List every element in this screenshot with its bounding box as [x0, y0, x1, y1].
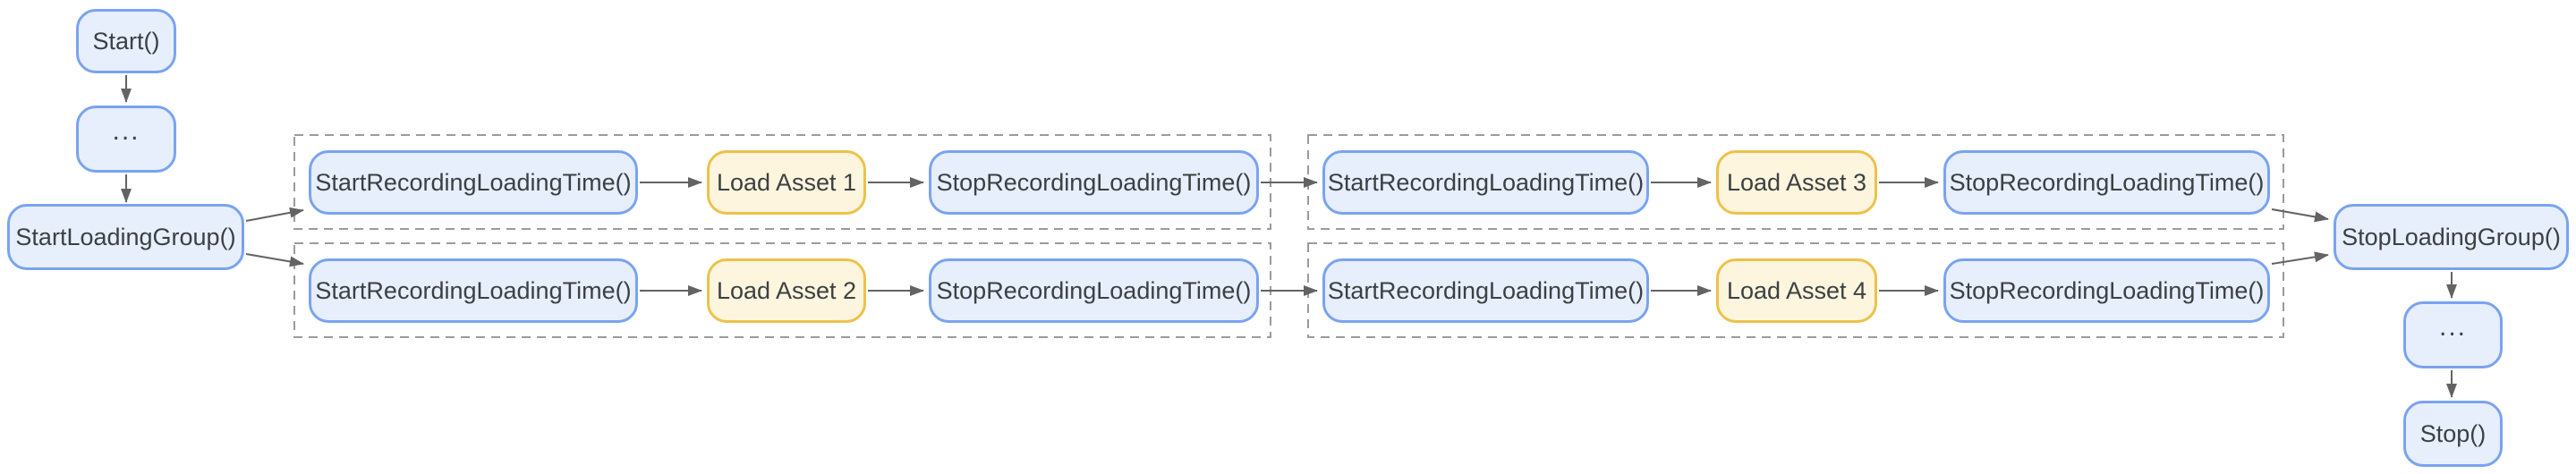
node-group2-row2-start-recording: StartRecordingLoadingTime()	[1322, 258, 1649, 323]
node-load-asset-4: Load Asset 4	[1716, 258, 1877, 323]
node-group1-row2-stop-recording: StopRecordingLoadingTime()	[929, 258, 1259, 323]
node-group2-row1-start-recording: StartRecordingLoadingTime()	[1322, 150, 1649, 215]
node-load-asset-2: Load Asset 2	[707, 258, 866, 323]
node-group1-row1-start-recording: StartRecordingLoadingTime()	[309, 150, 638, 215]
node-stop: Stop()	[2403, 401, 2503, 467]
node-start: Start()	[76, 9, 176, 73]
edge-start-loading-group-to-group1-row2	[245, 253, 304, 267]
node-group2-row1-stop-recording: StopRecordingLoadingTime()	[1943, 150, 2270, 215]
node-ellipsis-top: ...	[76, 106, 176, 173]
edge-start-loading-group-to-group1-row1	[245, 207, 304, 222]
node-load-asset-1: Load Asset 1	[707, 150, 866, 215]
edge-g2r1-stop-to-stop-loading-group	[2271, 208, 2329, 223]
node-group2-row2-stop-recording: StopRecordingLoadingTime()	[1943, 258, 2270, 323]
node-start-loading-group: StartLoadingGroup()	[7, 204, 244, 270]
node-ellipsis-bottom: ...	[2403, 301, 2503, 368]
node-load-asset-3: Load Asset 3	[1716, 150, 1877, 215]
node-stop-loading-group: StopLoadingGroup()	[2334, 204, 2569, 270]
node-group1-row1-stop-recording: StopRecordingLoadingTime()	[929, 150, 1259, 215]
node-group1-row2-start-recording: StartRecordingLoadingTime()	[309, 258, 638, 323]
edge-g2r2-stop-to-stop-loading-group	[2271, 251, 2329, 265]
